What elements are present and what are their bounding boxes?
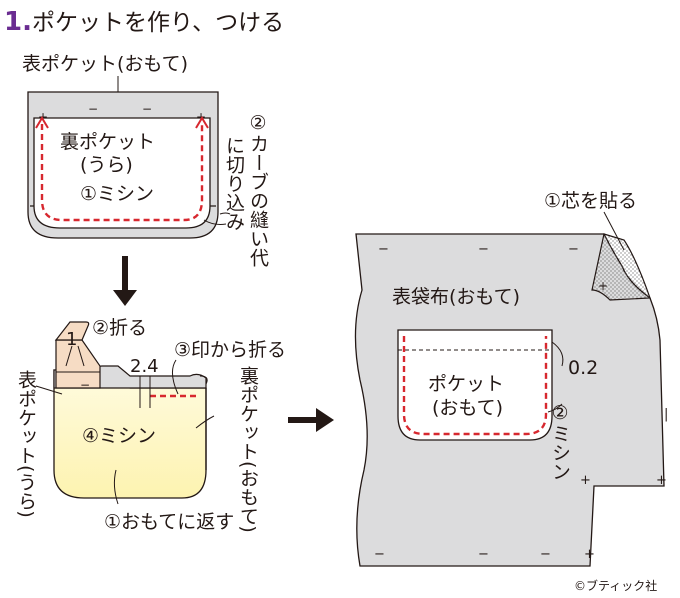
svg-text:−: − xyxy=(540,547,551,562)
dim-1-leader xyxy=(65,345,73,367)
margin-label: 0.2 xyxy=(568,357,598,379)
svg-text:−: − xyxy=(88,102,98,116)
svg-text:−: − xyxy=(80,378,90,392)
stitch-arrows xyxy=(35,116,209,129)
dim-1-label: 1 xyxy=(66,329,77,350)
outer-pocket-label: 表ポケット(おもて) xyxy=(22,53,188,75)
title-number: 1. xyxy=(4,7,32,37)
fold-mark-leader xyxy=(172,359,179,395)
attached-pocket xyxy=(397,329,553,441)
fold-label: ②折る xyxy=(92,317,147,339)
sew-label: ①ミシン xyxy=(80,183,154,205)
stitch-line xyxy=(40,124,204,222)
pocket-body xyxy=(53,369,207,499)
step2-figure: − 1 ②折る 2.4 ③印から折る 表ポケット(うら) 裏ポケット(おもて) … xyxy=(15,317,286,533)
svg-text:+: + xyxy=(38,110,48,124)
interfacing-leader xyxy=(603,211,625,251)
arrow-right-icon xyxy=(288,408,334,432)
fold-marks: + − − + xyxy=(38,102,206,124)
left-label-leader xyxy=(35,385,63,395)
step-title: 1. ポケットを作り、つける xyxy=(4,7,284,37)
svg-text:+: + xyxy=(580,473,591,488)
turn-label: ①おもてに返す xyxy=(104,511,234,533)
curve-leaders xyxy=(203,212,231,225)
fabric-label: 表袋布(おもて) xyxy=(392,286,520,308)
credit-text: ©ブティック社 xyxy=(574,578,657,593)
svg-text:+: + xyxy=(598,279,608,293)
lining-shape xyxy=(33,117,211,229)
fold-flap xyxy=(54,321,90,341)
title-text: ポケットを作り、つける xyxy=(32,10,284,36)
lining-front-label: 裏ポケット(おもて) xyxy=(237,366,259,533)
curve-label-2: に切り込み xyxy=(223,136,245,231)
svg-text:−: − xyxy=(478,242,489,257)
svg-text:+: + xyxy=(196,110,206,124)
step3-figure: + ①芯を貼る − − − − − − + + + | 表袋布(おもて) ポケット (おもて)… xyxy=(354,190,668,567)
pocket-stitch-line xyxy=(402,336,548,436)
fabric-marks: − − − − − − + + + | xyxy=(374,242,668,562)
interfacing-curl xyxy=(591,233,651,301)
margin-leader xyxy=(551,341,564,367)
right-label-leader xyxy=(195,415,215,429)
svg-text:+: + xyxy=(656,473,667,488)
svg-text:+: + xyxy=(584,547,595,562)
svg-text:−: − xyxy=(378,242,389,257)
svg-text:−: − xyxy=(374,547,385,562)
dim-24-label: 2.4 xyxy=(130,356,159,377)
pocket-side-label: (おもて) xyxy=(432,397,503,419)
step1-figure: 表ポケット(おもて) + − − + 裏ポケット (うら) ①ミシン ②カーブの縫い代… xyxy=(22,53,269,267)
svg-text:−: − xyxy=(568,242,579,257)
curve-label: ②カーブの縫い代 xyxy=(247,112,269,267)
corner-curl xyxy=(199,375,208,385)
turn-leader xyxy=(113,469,119,505)
interfacing-label: ①芯を貼る xyxy=(544,190,637,212)
attach-sew-label: ②ミシン xyxy=(549,402,571,481)
outer-pocket-back-label: 表ポケット(うら) xyxy=(15,370,37,518)
fold-mark-label: ③印から折る xyxy=(174,339,286,361)
svg-text:|: | xyxy=(664,407,668,422)
sew-label-2: ④ミシン xyxy=(82,425,156,447)
svg-text:−: − xyxy=(142,102,152,116)
lining-side-label: (うら) xyxy=(80,154,133,176)
arrow-down-icon xyxy=(113,256,137,306)
pocket-label: ポケット xyxy=(428,373,504,395)
svg-text:−: − xyxy=(478,547,489,562)
lining-label: 裏ポケット xyxy=(60,131,155,153)
